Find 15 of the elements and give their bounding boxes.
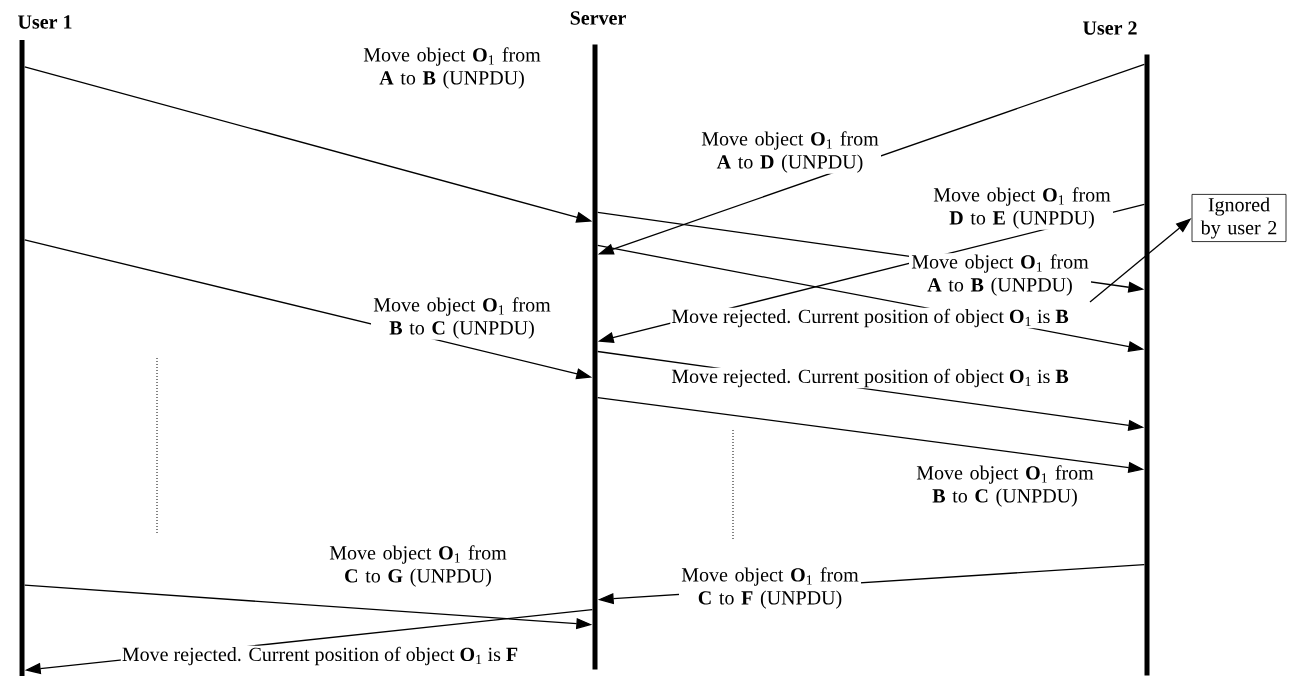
note-box: Ignored by user 2 [1191, 194, 1287, 242]
edge-label: Move rejected. Current position of object O$_{1}$ is B [670, 367, 1070, 389]
edge-label: Move object O$_{1}$ from C to G (UNPDU) [327, 544, 509, 588]
edge-label: Move object O$_{1}$ from B to C (UNPDU) [914, 464, 1096, 508]
edge-label: Move rejected. Current position of object O$_{1}$ is F [120, 645, 520, 667]
edge-label: Move object O$_{1}$ from D to E (UNPDU) [931, 186, 1113, 230]
edge-label: Move object O$_{1}$ from A to D (UNPDU) [699, 130, 881, 174]
edge-label: Move object O$_{1}$ from A to B (UNPDU) [909, 253, 1091, 297]
lifeline-heading: User 2 [1083, 21, 1137, 35]
lifeline-heading: User 1 [18, 15, 72, 29]
edge-label: Move object O$_{1}$ from C to F (UNPDU) [679, 566, 861, 610]
edge-label: Move object O$_{1}$ from B to C (UNPDU) [371, 296, 553, 340]
edge-label: Move object O$_{1}$ from A to B (UNPDU) [361, 46, 543, 90]
lifeline-heading: Server [570, 11, 626, 25]
edge-label: Move rejected. Current position of object O$_{1}$ is B [670, 307, 1070, 329]
